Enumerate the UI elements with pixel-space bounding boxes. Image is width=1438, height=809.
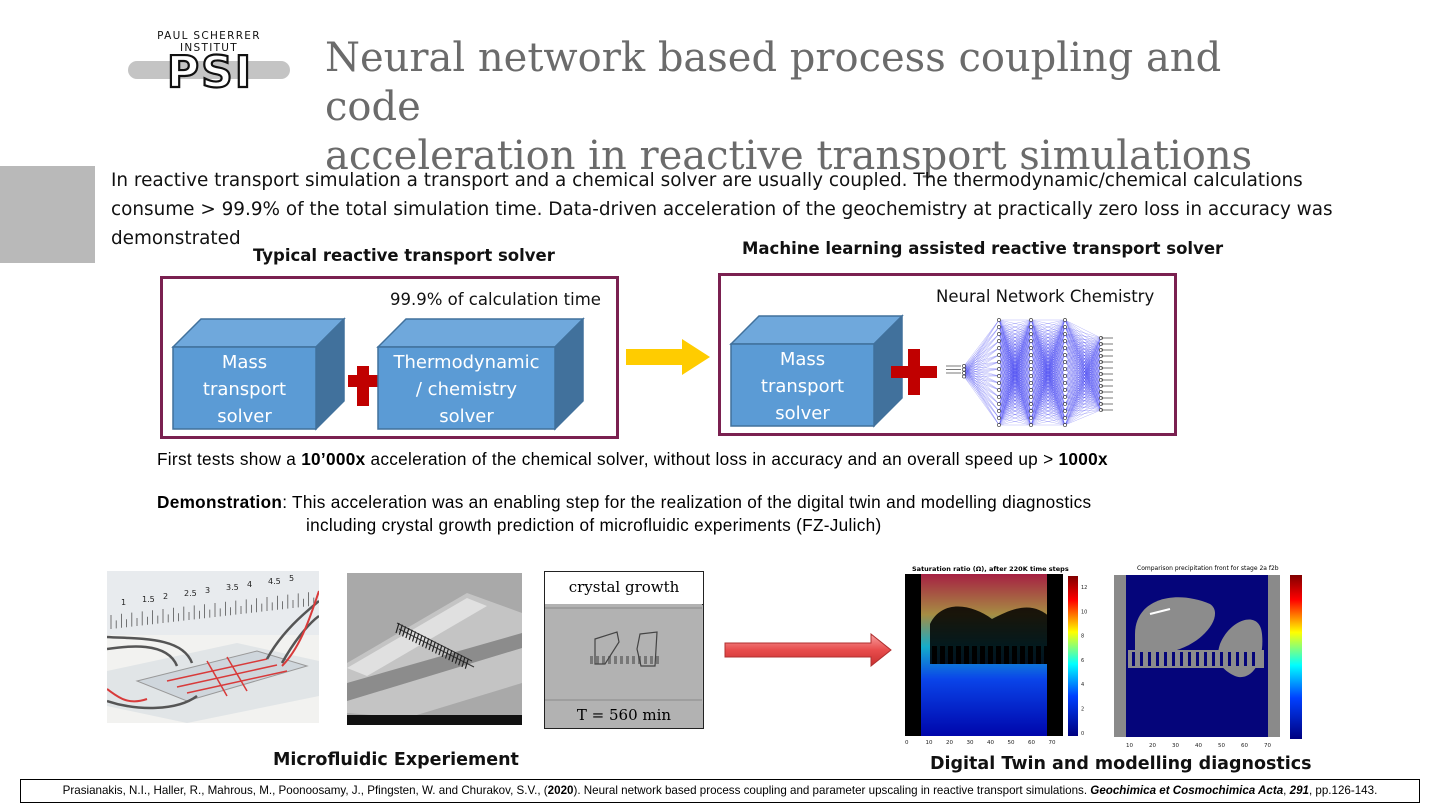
speedup-value: 1000x [1058, 449, 1108, 469]
saturation-colorbar [1068, 576, 1078, 736]
page-title: Neural network based process coupling an… [325, 34, 1325, 181]
ml-plus-icon [891, 349, 937, 395]
title-line-1: Neural network based process coupling an… [325, 35, 1222, 130]
ruler-label: 4.5 [268, 577, 281, 586]
ruler-label: 1.5 [142, 595, 155, 604]
journal-name: Geochimica et Cosmochimica Acta [1090, 784, 1284, 797]
x-tick-label: 50 [1008, 740, 1015, 746]
tests-statement: First tests show a 10’000x acceleration … [157, 449, 1108, 469]
side-decoration [0, 166, 95, 263]
chem-cube-top [376, 318, 585, 348]
digital-twin-caption: Digital Twin and modelling diagnostics [930, 754, 1312, 774]
x-tick-label: 0 [905, 740, 909, 746]
crystal-left [594, 631, 620, 665]
comparison-colorbar [1290, 575, 1302, 739]
ruler-label: 2 [163, 592, 168, 601]
cbar-tick-label: 12 [1081, 585, 1087, 591]
cbar-tick-label: 8 [1081, 634, 1084, 640]
institute-name: PAUL SCHERRER INSTITUT [157, 30, 261, 54]
red-arrow-icon [724, 633, 892, 667]
cbar-tick-label: 10 [1081, 609, 1087, 615]
demonstration-line-1: Demonstration: This acceleration was an … [157, 492, 1092, 512]
x-tick-label: 40 [987, 740, 994, 746]
comparison-x-ticks: 10 20 30 40 50 60 70 [1126, 743, 1271, 749]
calc-time-note: 99.9% of calculation time [390, 290, 601, 309]
sem-channels [395, 622, 469, 669]
mass-cube-front [172, 346, 317, 430]
ruler-label: 3.5 [226, 583, 239, 592]
comparison-pillars [1128, 650, 1264, 668]
title-line-2: acceleration in reactive transport simul… [325, 133, 1253, 179]
x-tick-label: 40 [1195, 743, 1202, 749]
ml-mass-cube-front [730, 343, 875, 427]
precipitation-front-plot: Comparison precipitation front for stage… [1110, 564, 1306, 750]
intro-line-1: In reactive transport simulation a trans… [111, 170, 1303, 191]
saturation-colorbar-ticks: 12 10 8 6 4 2 0 [1081, 585, 1087, 737]
sat-pillars [932, 646, 1049, 664]
x-tick-label: 70 [1049, 740, 1056, 746]
cbar-tick-label: 0 [1081, 731, 1084, 737]
ml-mass-cube-top [729, 315, 904, 345]
acceleration-value: 10’000x [301, 449, 366, 469]
svg-text:PSI: PSI [167, 47, 253, 94]
saturation-ratio-plot: Saturation ratio (Ω), after 220K time st… [902, 564, 1092, 748]
comparison-plot-title: Comparison precipitation front for stage… [1137, 565, 1279, 572]
ruler-label: 3 [205, 586, 210, 595]
ml-solver-diagram [729, 314, 1113, 428]
ruler: 1 1.5 2 2.5 3 3.5 4 4.5 5 [110, 574, 315, 629]
cbar-tick-label: 4 [1081, 682, 1084, 688]
neural-network-graph [946, 318, 1113, 427]
yellow-arrow-icon [626, 339, 710, 375]
x-tick-label: 60 [1241, 743, 1248, 749]
demonstration-label: Demonstration [157, 492, 283, 512]
crystal-growth-image: crystal growth T = 560 min [544, 571, 704, 729]
mass-cube-top [171, 318, 346, 348]
psi-logo: PAUL SCHERRER INSTITUT PSI [128, 30, 290, 94]
saturation-x-ticks: 0 10 20 30 40 50 60 70 [905, 740, 1056, 746]
x-tick-label: 50 [1218, 743, 1225, 749]
ruler-label: 5 [289, 574, 294, 583]
psi-logo-mark: PSI [128, 46, 290, 94]
crystal-right [636, 631, 658, 667]
ruler-label: 2.5 [184, 589, 197, 598]
intro-text: In reactive transport simulation a trans… [111, 166, 1431, 253]
demonstration-line-2: including crystal growth prediction of m… [306, 515, 882, 535]
left-panel-heading: Typical reactive transport solver [253, 246, 555, 265]
x-tick-label: 30 [1172, 743, 1179, 749]
cbar-tick-label: 6 [1081, 658, 1084, 664]
right-panel-heading: Machine learning assisted reactive trans… [742, 239, 1224, 258]
x-tick-label: 10 [1126, 743, 1133, 749]
crystal-growth-title: crystal growth [545, 572, 703, 605]
sem-micrograph [347, 573, 522, 725]
x-tick-label: 20 [1149, 743, 1156, 749]
cbar-tick-label: 2 [1081, 707, 1084, 713]
x-tick-label: 20 [946, 740, 953, 746]
chem-cube-front [377, 346, 556, 430]
x-tick-label: 10 [926, 740, 933, 746]
typical-solver-diagram [171, 317, 585, 431]
microfluidic-caption: Microfluidic Experiement [273, 750, 519, 770]
x-tick-label: 60 [1028, 740, 1035, 746]
microfluidic-chip-photo: 1 1.5 2 2.5 3 3.5 4 4.5 5 [107, 571, 319, 723]
x-tick-label: 70 [1264, 743, 1271, 749]
ruler-label: 4 [247, 580, 252, 589]
plus-icon [348, 366, 378, 406]
nn-chemistry-note: Neural Network Chemistry [936, 287, 1155, 306]
x-tick-label: 30 [967, 740, 974, 746]
saturation-plot-title: Saturation ratio (Ω), after 220K time st… [912, 565, 1069, 573]
intro-line-2: consume > 99.9% of the total simulation … [111, 199, 1333, 249]
crystal-time-label: T = 560 min [545, 704, 703, 728]
ruler-label: 1 [121, 598, 126, 607]
reference-citation: Prasianakis, N.I., Haller, R., Mahrous, … [20, 779, 1420, 803]
